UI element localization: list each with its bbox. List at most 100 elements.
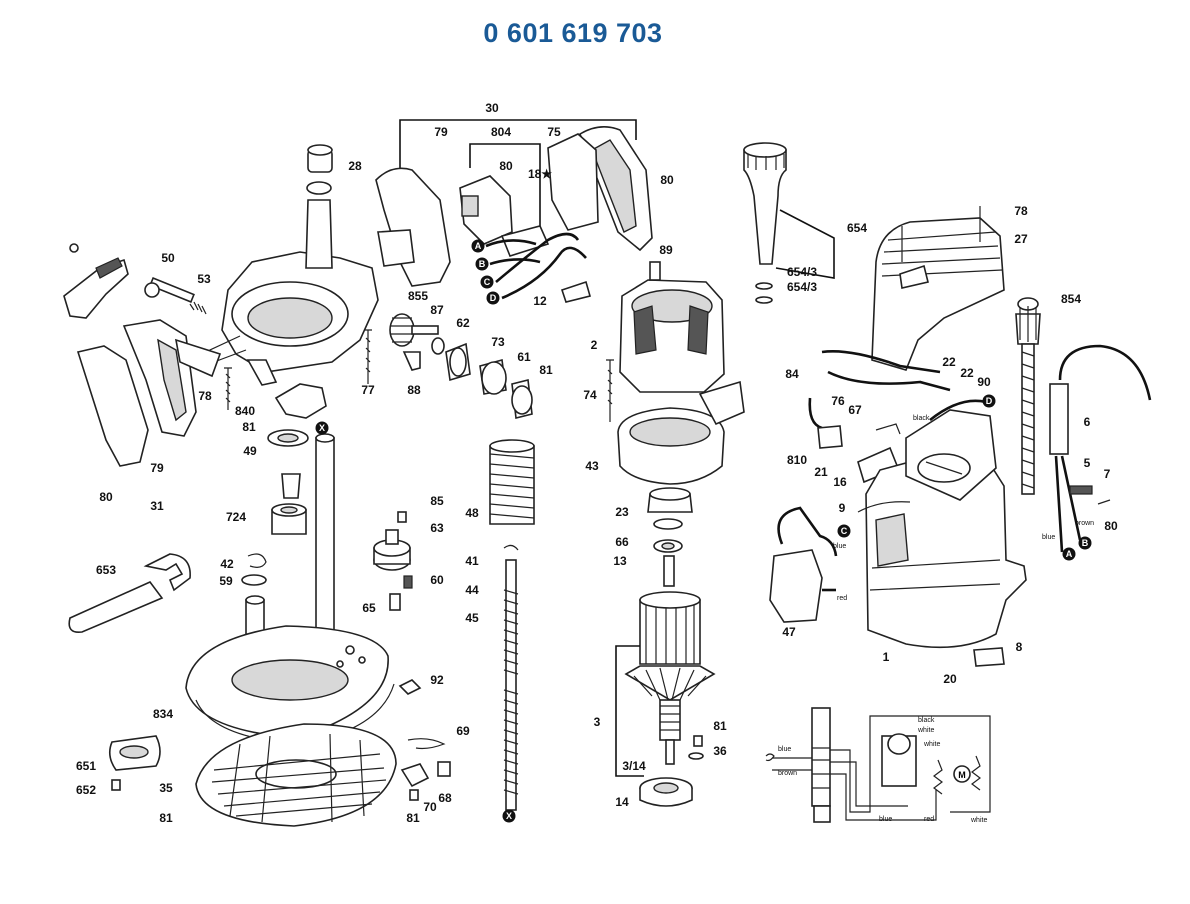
part-label-23: 61 <box>517 350 531 364</box>
wire-label-6: red <box>924 816 934 823</box>
depth-stop-840 <box>274 383 327 419</box>
part-label-53: 48 <box>465 506 479 520</box>
misc-small-parts <box>398 679 451 801</box>
part-label-34: 67 <box>848 403 862 417</box>
part-label-51: 23 <box>615 505 629 519</box>
bearing-62-73-61 <box>445 342 533 419</box>
wire-label-2: white <box>923 741 940 748</box>
switch-wires <box>485 232 587 300</box>
svg-text:C: C <box>841 526 848 536</box>
part-label-67: 1 <box>883 650 890 664</box>
part-label-29: 77 <box>361 383 375 397</box>
part-label-26: 81 <box>539 363 553 377</box>
part-label-28: 78 <box>198 389 212 403</box>
part-label-48: 9 <box>839 501 846 515</box>
part-label-18: 854 <box>1061 292 1081 306</box>
part-label-74: 36 <box>713 744 727 758</box>
svg-text:C: C <box>484 277 491 287</box>
wire-label-4: brown <box>778 770 797 777</box>
wire-label-3: blue <box>778 746 791 753</box>
part-label-68: 92 <box>430 673 444 687</box>
bracket-30 <box>399 119 637 168</box>
part-label-54: 63 <box>430 521 444 535</box>
part-label-42: 5 <box>1084 456 1091 470</box>
part-label-62: 44 <box>465 583 479 597</box>
wire-label-8: black <box>913 415 930 422</box>
part-label-45: 7 <box>1104 467 1111 481</box>
adjustment-rod-854 <box>1015 297 1041 495</box>
bracket-654 <box>775 209 835 279</box>
part-label-2: 804 <box>491 125 511 139</box>
part-label-4: 28 <box>348 159 362 173</box>
part-label-20: 62 <box>456 316 470 330</box>
lever-9 <box>857 501 911 513</box>
wire-label-9: blue <box>833 543 846 550</box>
page-title: 0 601 619 703 <box>483 18 663 48</box>
motor-housing-1 <box>865 409 1027 649</box>
connection-marker-8: A <box>1062 547 1076 561</box>
part-label-61: 60 <box>430 573 444 587</box>
part-label-46: 80 <box>99 490 113 504</box>
spring-48 <box>489 439 535 525</box>
clip-and-washer <box>241 553 267 586</box>
part-label-63: 65 <box>362 601 376 615</box>
connection-marker-2: C <box>480 275 494 289</box>
part-label-56: 41 <box>465 554 479 568</box>
adapter-651 <box>108 735 161 791</box>
part-label-81: 14 <box>615 795 629 809</box>
part-label-75: 651 <box>76 759 96 773</box>
part-label-57: 42 <box>220 557 234 571</box>
connection-marker-9: B <box>1078 536 1092 550</box>
part-label-70: 834 <box>153 707 173 721</box>
part-label-37: 6 <box>1084 415 1091 429</box>
connection-marker-6: D <box>982 394 996 408</box>
part-label-11: 50 <box>161 251 175 265</box>
capacitor-47 <box>769 506 838 623</box>
ring-49 <box>267 429 309 447</box>
part-label-27: 22 <box>960 366 974 380</box>
part-label-7: 80 <box>660 173 674 187</box>
armature-3 <box>624 555 716 765</box>
wrench-653 <box>68 553 191 634</box>
field-coil-2 <box>619 261 725 393</box>
part-label-0: 30 <box>485 101 499 115</box>
wire-label-11: brown <box>1075 520 1094 527</box>
wire-label-12: blue <box>1042 534 1055 541</box>
part-label-73: 69 <box>456 724 470 738</box>
gear-855 <box>389 313 439 347</box>
knob-654 <box>743 142 787 304</box>
part-label-80: 70 <box>423 800 437 814</box>
wire-label-5: blue <box>879 816 892 823</box>
part-label-59: 653 <box>96 563 116 577</box>
part-label-44: 16 <box>833 475 847 489</box>
wire-label-10: red <box>837 595 847 602</box>
part-label-9: 78 <box>1014 204 1028 218</box>
part-label-43: 79 <box>150 461 164 475</box>
part-label-76: 3/14 <box>622 759 646 773</box>
part-label-38: 49 <box>243 444 257 458</box>
cable-clip-12 <box>560 280 591 303</box>
depth-knob-63 <box>373 511 413 611</box>
part-label-50: 31 <box>150 499 164 513</box>
part-label-1: 79 <box>434 125 448 139</box>
part-label-32: 90 <box>977 375 991 389</box>
part-label-52: 724 <box>226 510 246 524</box>
part-label-66: 8 <box>1016 640 1023 654</box>
part-label-82: 81 <box>159 811 173 825</box>
part-label-60: 59 <box>219 574 233 588</box>
connection-marker-7: C <box>837 524 851 538</box>
part-label-58: 13 <box>613 554 627 568</box>
bearing-14 <box>639 777 693 807</box>
part-label-65: 47 <box>782 625 796 639</box>
part-label-49: 80 <box>1104 519 1118 533</box>
part-label-35: 840 <box>235 404 255 418</box>
connection-marker-4: X <box>315 421 329 435</box>
part-label-55: 66 <box>615 535 629 549</box>
part-label-3: 75 <box>547 125 561 139</box>
handle-cap-small <box>63 243 129 319</box>
wire-label-0: black <box>918 717 935 724</box>
base-plate-834 <box>185 625 395 745</box>
